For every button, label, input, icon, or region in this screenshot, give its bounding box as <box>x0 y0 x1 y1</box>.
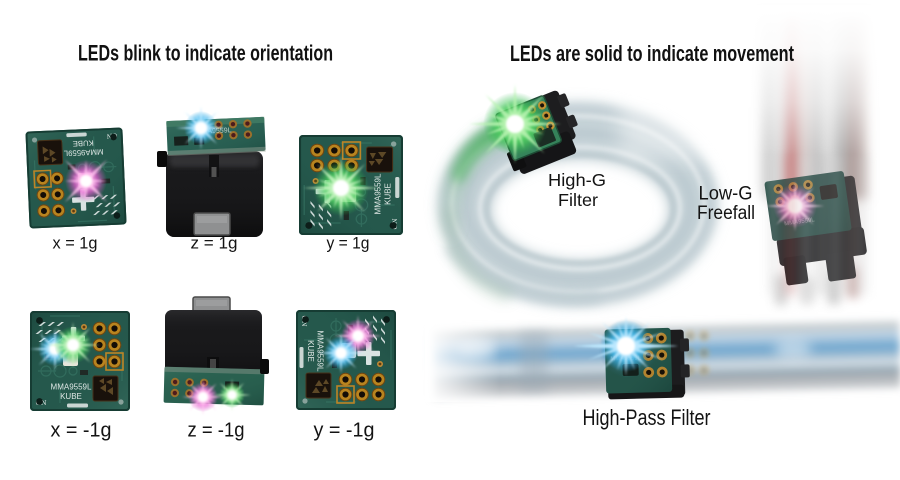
svg-text:LEDs blink to indicate orienta: LEDs blink to indicate orientation <box>78 41 333 66</box>
svg-text:Freefall: Freefall <box>697 203 755 224</box>
svg-text:x = -1g: x = -1g <box>51 420 112 442</box>
svg-text:z = 1g: z = 1g <box>191 234 238 253</box>
svg-text:High-G: High-G <box>548 170 606 190</box>
svg-text:y = 1g: y = 1g <box>327 234 370 253</box>
svg-text:y = -1g: y = -1g <box>314 420 375 442</box>
svg-text:Filter: Filter <box>558 190 598 210</box>
svg-text:LEDs are solid to indicate mov: LEDs are solid to indicate movement <box>510 41 794 66</box>
svg-text:x = 1g: x = 1g <box>53 234 98 253</box>
svg-text:z = -1g: z = -1g <box>188 420 245 442</box>
svg-text:High-Pass Filter: High-Pass Filter <box>583 405 711 430</box>
svg-text:Low-G: Low-G <box>699 184 753 205</box>
